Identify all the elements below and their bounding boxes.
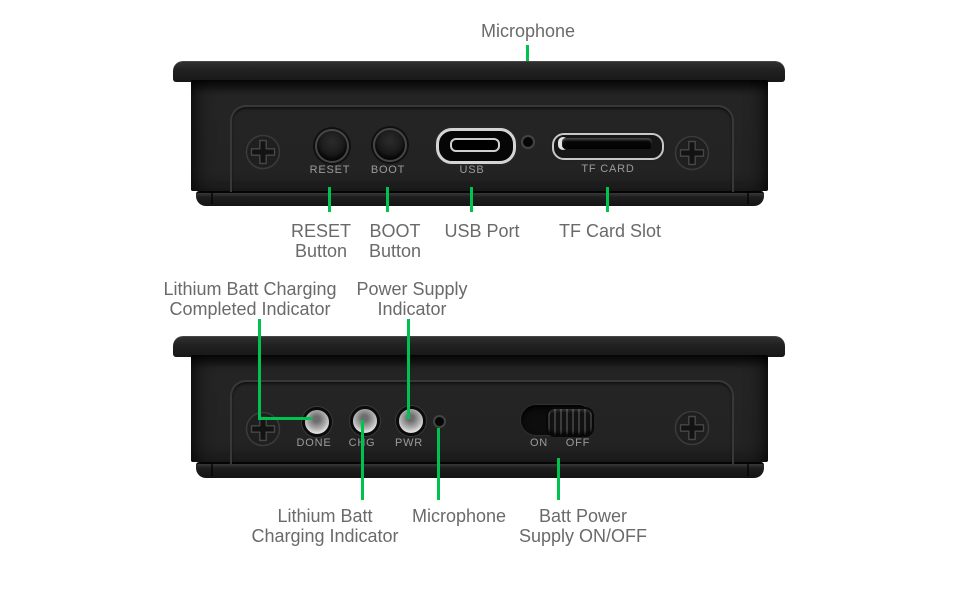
callout-switch-line2: Supply ON/OFF [518,526,648,546]
boot-button-feature [373,128,407,162]
bottom-view-bottom-strip [196,462,764,478]
callout-line-reset [328,187,331,212]
callout-power-supply-indicator: Power Supply Indicator [356,279,467,319]
bottom-view-strip-notch-left [211,462,213,476]
callout-charging-indicator: Lithium Batt Charging Indicator [251,506,398,546]
phillips-screw-icon [245,134,281,170]
bottom-view-body [191,355,768,462]
panel-label-tf-card: TF CARD [581,163,635,175]
callout-mic-bottom-text: Microphone [411,506,507,526]
callout-batt-power-switch: Batt Power Supply ON/OFF [519,506,647,546]
callout-done-line2: Completed Indicator [169,299,331,319]
callout-line-switch [557,458,560,500]
callout-microphone-top-text: Microphone [480,21,576,41]
callout-line-tf-card [606,187,609,212]
callout-pwr-line1: Power Supply [356,279,468,299]
callout-usb-line1: USB Port [444,221,520,241]
panel-label-off: OFF [565,437,591,449]
bottom-view-recessed-panel [230,380,734,464]
microphone-hole-bottom [435,417,444,426]
callout-microphone-bottom: Microphone [412,506,506,526]
phillips-screw-icon [674,410,710,446]
callout-line-pwr [407,319,410,419]
panel-label-on: ON [529,437,549,449]
callout-pwr-line2: Indicator [377,299,447,319]
callout-boot-line1: BOOT [369,221,421,241]
panel-label-boot: BOOT [370,164,406,176]
reset-button-feature [315,129,349,163]
top-view-recessed-panel [230,105,734,192]
callout-tf-line1: TF Card Slot [558,221,662,241]
panel-label-reset: RESET [309,164,351,176]
callout-boot-button: BOOT Button [369,221,421,261]
pwr-led [396,406,426,436]
callout-boot-line2: Button [368,241,422,261]
top-view-bottom-strip [196,191,764,206]
callout-reset-line1: RESET [290,221,352,241]
callout-done-line1: Lithium Batt Charging [163,279,337,299]
top-view-lid [173,61,785,82]
panel-label-pwr: PWR [394,437,424,449]
callout-switch-line1: Batt Power [538,506,628,526]
callout-chg-line1: Lithium Batt [277,506,373,526]
callout-microphone-top: Microphone [481,21,575,41]
done-led [302,407,332,437]
bottom-view-lid [173,336,785,357]
microphone-hole-top [523,137,533,147]
callout-line-microphone-bottom [437,428,440,500]
panel-label-usb: USB [459,164,485,176]
callout-line-done-horizontal [258,417,312,420]
top-view-strip-notch-left [211,191,213,204]
callout-line-chg [361,420,364,500]
callout-tf-card-slot: TF Card Slot [559,221,661,241]
callout-line-boot [386,187,389,212]
callout-usb-port: USB Port [444,221,519,241]
panel-label-done: DONE [296,437,332,449]
usb-c-port-slot [450,138,500,152]
callout-reset-line2: Button [294,241,348,261]
chg-led [350,406,380,436]
top-view-strip-notch-right [747,191,749,204]
phillips-screw-icon [245,411,281,447]
power-switch-knob [546,407,594,437]
callout-charging-completed-indicator: Lithium Batt Charging Completed Indicato… [163,279,336,319]
bottom-view-strip-notch-right [747,462,749,476]
tf-card-slot-opening [562,138,652,149]
callout-line-done-vertical [258,319,261,420]
callout-reset-button: RESET Button [291,221,351,261]
callout-line-usb [470,187,473,212]
callout-chg-line2: Charging Indicator [251,526,399,546]
phillips-screw-icon [674,135,710,171]
